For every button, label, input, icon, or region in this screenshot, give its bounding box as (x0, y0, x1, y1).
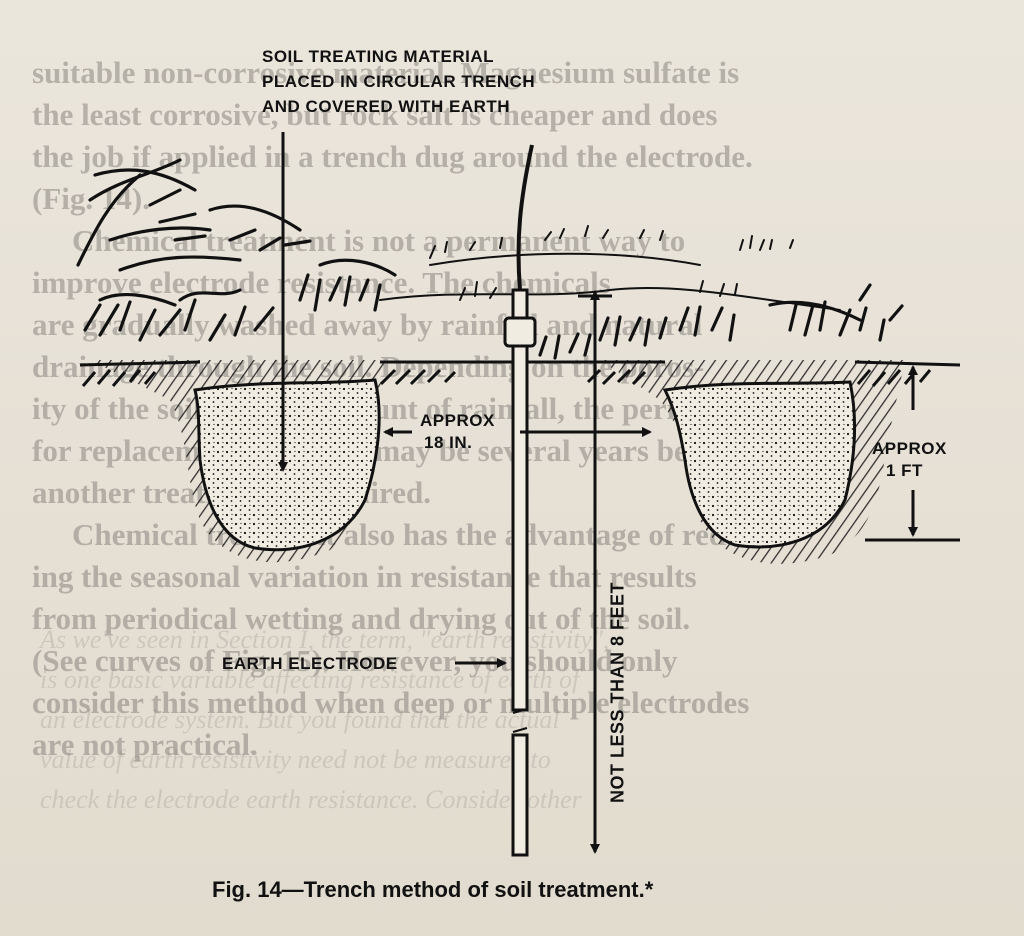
trench-width-label: APPROX 18 IN. (420, 410, 495, 454)
trench-width-label-line: 18 IN. (424, 433, 473, 452)
bleed-line: ing the seasonal variation in resistance… (32, 559, 697, 594)
dimension-arrows (278, 132, 960, 854)
bleed-line: Chemical treatment also has the advantag… (72, 517, 768, 552)
rod-length-label: NOT LESS THAN 8 FEET (607, 581, 628, 804)
bleed-line: for replacement varies. It may be severa… (32, 433, 741, 468)
trench-depth-label-line: APPROX (872, 439, 947, 458)
right-trench (600, 360, 905, 564)
mirror-line: value of earth resistivity need not be m… (40, 745, 551, 774)
mirror-line: check the electrode earth resistance. Co… (40, 785, 582, 814)
mirror-line: is one basic variable affecting resistan… (40, 665, 580, 694)
figure-caption: Fig. 14—Trench method of soil treatment.… (212, 877, 654, 902)
earth-electrode-label: EARTH ELECTRODE (222, 654, 398, 673)
grass-left (76, 158, 397, 342)
background-grass (379, 225, 841, 311)
trench-depth-label: APPROX 1 FT (872, 438, 947, 482)
bleed-line: consider this method when deep or multip… (32, 685, 750, 720)
bleed-line: suitable non-corrosive material. Magnesi… (32, 55, 740, 90)
material-label: SOIL TREATING MATERIAL PLACED IN CIRCULA… (262, 44, 535, 119)
bleed-line: are not practical. (32, 727, 258, 762)
left-trench (90, 360, 385, 563)
grass-right (538, 283, 904, 360)
bleed-line: (See curves of Fig. 15). However, you sh… (32, 643, 678, 678)
material-label-line: AND COVERED WITH EARTH (262, 97, 511, 116)
material-label-line: PLACED IN CIRCULAR TRENCH (262, 72, 536, 91)
trench-width-label-line: APPROX (420, 411, 495, 430)
mirror-line: an electrode system. But you found that … (40, 705, 560, 734)
bleed-line: from periodical wetting and drying out o… (32, 601, 691, 636)
material-label-line: SOIL TREATING MATERIAL (262, 47, 494, 66)
bleed-line: the least corrosive, but rock salt is ch… (32, 97, 718, 132)
mirror-bleed-text: As we've seen in Section I, the term, "e… (0, 620, 1024, 820)
trench-depth-label-line: 1 FT (886, 461, 923, 480)
bleed-line: the job if applied in a trench dug aroun… (32, 139, 753, 174)
earth-electrode-rod (503, 144, 537, 857)
